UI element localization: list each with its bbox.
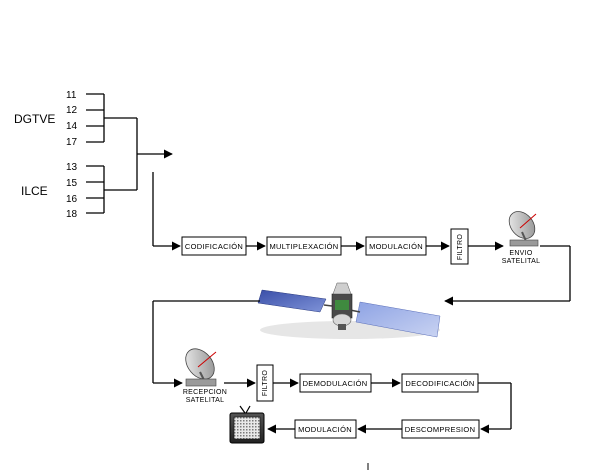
channel-label: 12 xyxy=(66,105,78,116)
satellite-to-downlink-arrow xyxy=(152,300,260,388)
box-modulacion-downlink: MODULACIÓN xyxy=(294,419,357,439)
downlink-dish-icon xyxy=(185,348,217,387)
dgtve-bracket xyxy=(86,93,137,143)
box-label: CODIFICACIÓN xyxy=(185,242,243,251)
envio-label-line1: ENVIO xyxy=(509,250,533,257)
uplink-dish-icon xyxy=(508,211,539,247)
box-label: DECODIFICACIÓN xyxy=(405,379,474,388)
box-label: DESCOMPRESION xyxy=(405,425,476,434)
channel-label: 17 xyxy=(66,137,78,148)
recepcion-label-line1: RECEPCION xyxy=(183,389,227,396)
channel-label: 15 xyxy=(66,178,78,189)
uplink-to-satellite-arrow xyxy=(444,245,571,306)
group-label-ilce: ILCE xyxy=(21,184,48,198)
box-codificacion: CODIFICACIÓN xyxy=(181,236,247,256)
box-label: MODULACIÓN xyxy=(298,425,352,434)
television-icon xyxy=(229,405,265,444)
box-label: MODULACIÓN xyxy=(369,242,423,251)
merge-connector xyxy=(136,118,173,190)
channel-label: 16 xyxy=(66,194,78,205)
envio-label-line2: SATELITAL xyxy=(502,258,541,265)
box-multiplexacion: MULTIPLEXACIÓN xyxy=(266,236,342,256)
return-arrow xyxy=(478,382,512,434)
box-label: FILTRO xyxy=(457,234,464,260)
box-modulacion-uplink: MODULACIÓN xyxy=(365,236,427,256)
recepcion-label-line2: SATELITAL xyxy=(186,397,225,404)
group-label-dgtve: DGTVE xyxy=(14,112,55,126)
box-label: MULTIPLEXACIÓN xyxy=(269,242,338,251)
box-label: FILTRO xyxy=(262,370,269,396)
ilce-bracket xyxy=(86,165,137,214)
box-demodulacion: DEMODULACIÓN xyxy=(299,373,372,393)
box-filtro-downlink: FILTRO xyxy=(256,364,274,402)
box-descompresion: DESCOMPRESION xyxy=(401,419,480,439)
box-filtro-uplink: FILTRO xyxy=(450,228,469,265)
box-label: DEMODULACIÓN xyxy=(303,379,368,388)
channel-label: 11 xyxy=(66,90,77,101)
satellite-icon xyxy=(257,282,441,339)
channel-label: 18 xyxy=(66,209,78,220)
uplink-feed-arrow xyxy=(152,172,181,251)
channel-label: 14 xyxy=(66,121,78,132)
channel-label: 13 xyxy=(66,162,78,173)
box-decodificacion: DECODIFICACIÓN xyxy=(401,373,479,393)
